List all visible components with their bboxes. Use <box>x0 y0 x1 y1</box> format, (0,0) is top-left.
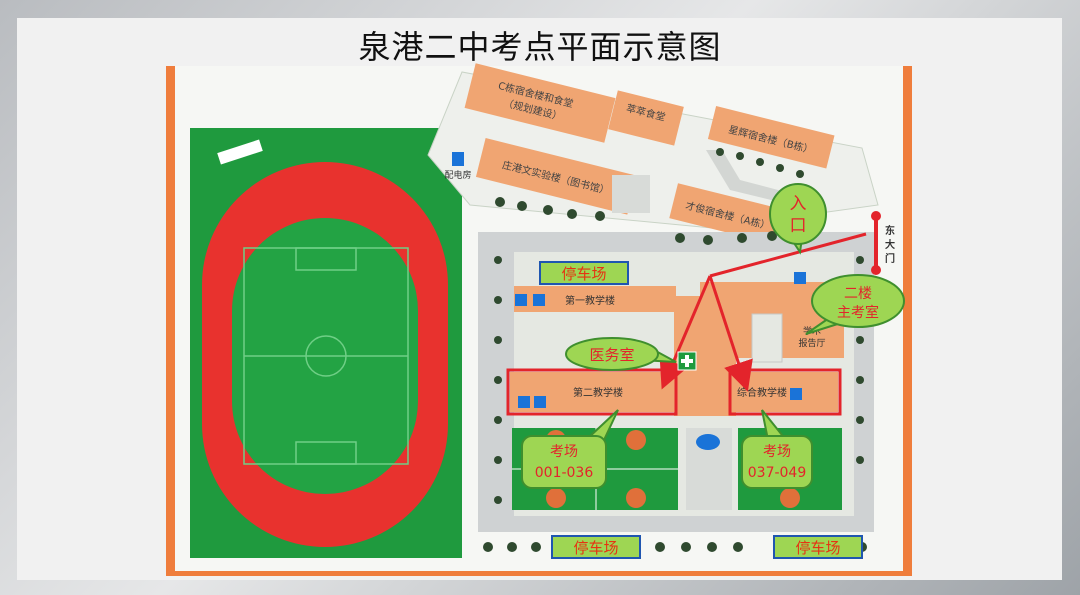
route-arrow-left <box>659 275 712 390</box>
east-gate-label: 门 <box>885 252 895 265</box>
restroom-icon <box>790 388 802 400</box>
c-dorm-building <box>464 63 616 143</box>
accessible-icon <box>534 396 546 408</box>
parking-bottom-right <box>773 535 863 559</box>
medical-label: 医务室 <box>589 346 634 364</box>
parking-top <box>539 261 629 285</box>
xingzhi-dorm-building <box>707 106 835 169</box>
first-aid-icon <box>681 359 693 363</box>
fountain <box>696 434 720 450</box>
page-title: 泉港二中考点平面示意图 <box>358 28 722 66</box>
entrance-label: 入 <box>790 194 807 214</box>
exam-right-label: 考场 <box>763 444 791 460</box>
corridor-strip <box>612 175 650 213</box>
cuicui-canteen-building <box>608 90 684 146</box>
parking-bottom-left-label: 停车场 <box>573 539 618 557</box>
exam-right-label: 037-049 <box>748 465 807 481</box>
pitch-goal-bottom <box>295 441 357 465</box>
teaching-building-1-wing <box>650 286 676 312</box>
power-room-label: 配电房 <box>444 169 471 181</box>
exam-left-callout <box>521 435 607 489</box>
power-room-marker <box>452 152 464 166</box>
east-gate-label: 东 <box>885 224 895 237</box>
parking-bottom-right-label: 停车场 <box>795 539 840 557</box>
court-circle <box>626 430 646 450</box>
entrance-callout <box>769 183 827 245</box>
east-gate-end <box>871 265 881 275</box>
parking-bottom-left <box>551 535 641 559</box>
central-block-top <box>700 282 736 302</box>
exam-comprehensive-highlight <box>728 368 842 416</box>
accessible-icon <box>533 294 545 306</box>
pitch-center-circle <box>305 335 347 377</box>
pitch-goal-top <box>295 247 357 271</box>
east-gate-label: 大 <box>885 238 895 251</box>
court-circle <box>780 488 800 508</box>
zhuanggang-lab-building <box>475 138 637 215</box>
teaching-building-1-label: 第一教学楼 <box>565 294 615 307</box>
parking-top-label: 停车场 <box>561 265 606 283</box>
exam-left-label: 考场 <box>550 444 578 460</box>
main-exam-callout <box>811 274 905 328</box>
east-gate-end <box>871 211 881 221</box>
exam-right-callout <box>741 435 813 489</box>
lecture-hall-courtyard <box>751 313 783 363</box>
caijun-dorm-building <box>669 183 787 246</box>
exam-building-2-highlight <box>506 368 678 416</box>
field-stand <box>217 139 263 165</box>
tree-row <box>483 148 867 552</box>
restroom-icon <box>515 294 527 306</box>
restroom-icon <box>794 272 806 284</box>
main-exam-label: 主考室 <box>837 304 879 321</box>
teaching-building-2-label: 第二教学楼 <box>573 386 623 399</box>
medical-callout <box>565 337 659 371</box>
exam-left-label: 001-036 <box>535 465 594 481</box>
court-circle <box>626 488 646 508</box>
lecture-hall-label: 报告厅 <box>798 337 825 349</box>
route-arrow-right <box>708 275 753 392</box>
entrance-label: 口 <box>790 216 807 236</box>
route-line <box>709 232 867 278</box>
main-exam-label: 二楼 <box>844 286 872 302</box>
court-circle <box>546 488 566 508</box>
comprehensive-building-label: 综合教学楼 <box>737 386 787 399</box>
restroom-icon <box>518 396 530 408</box>
